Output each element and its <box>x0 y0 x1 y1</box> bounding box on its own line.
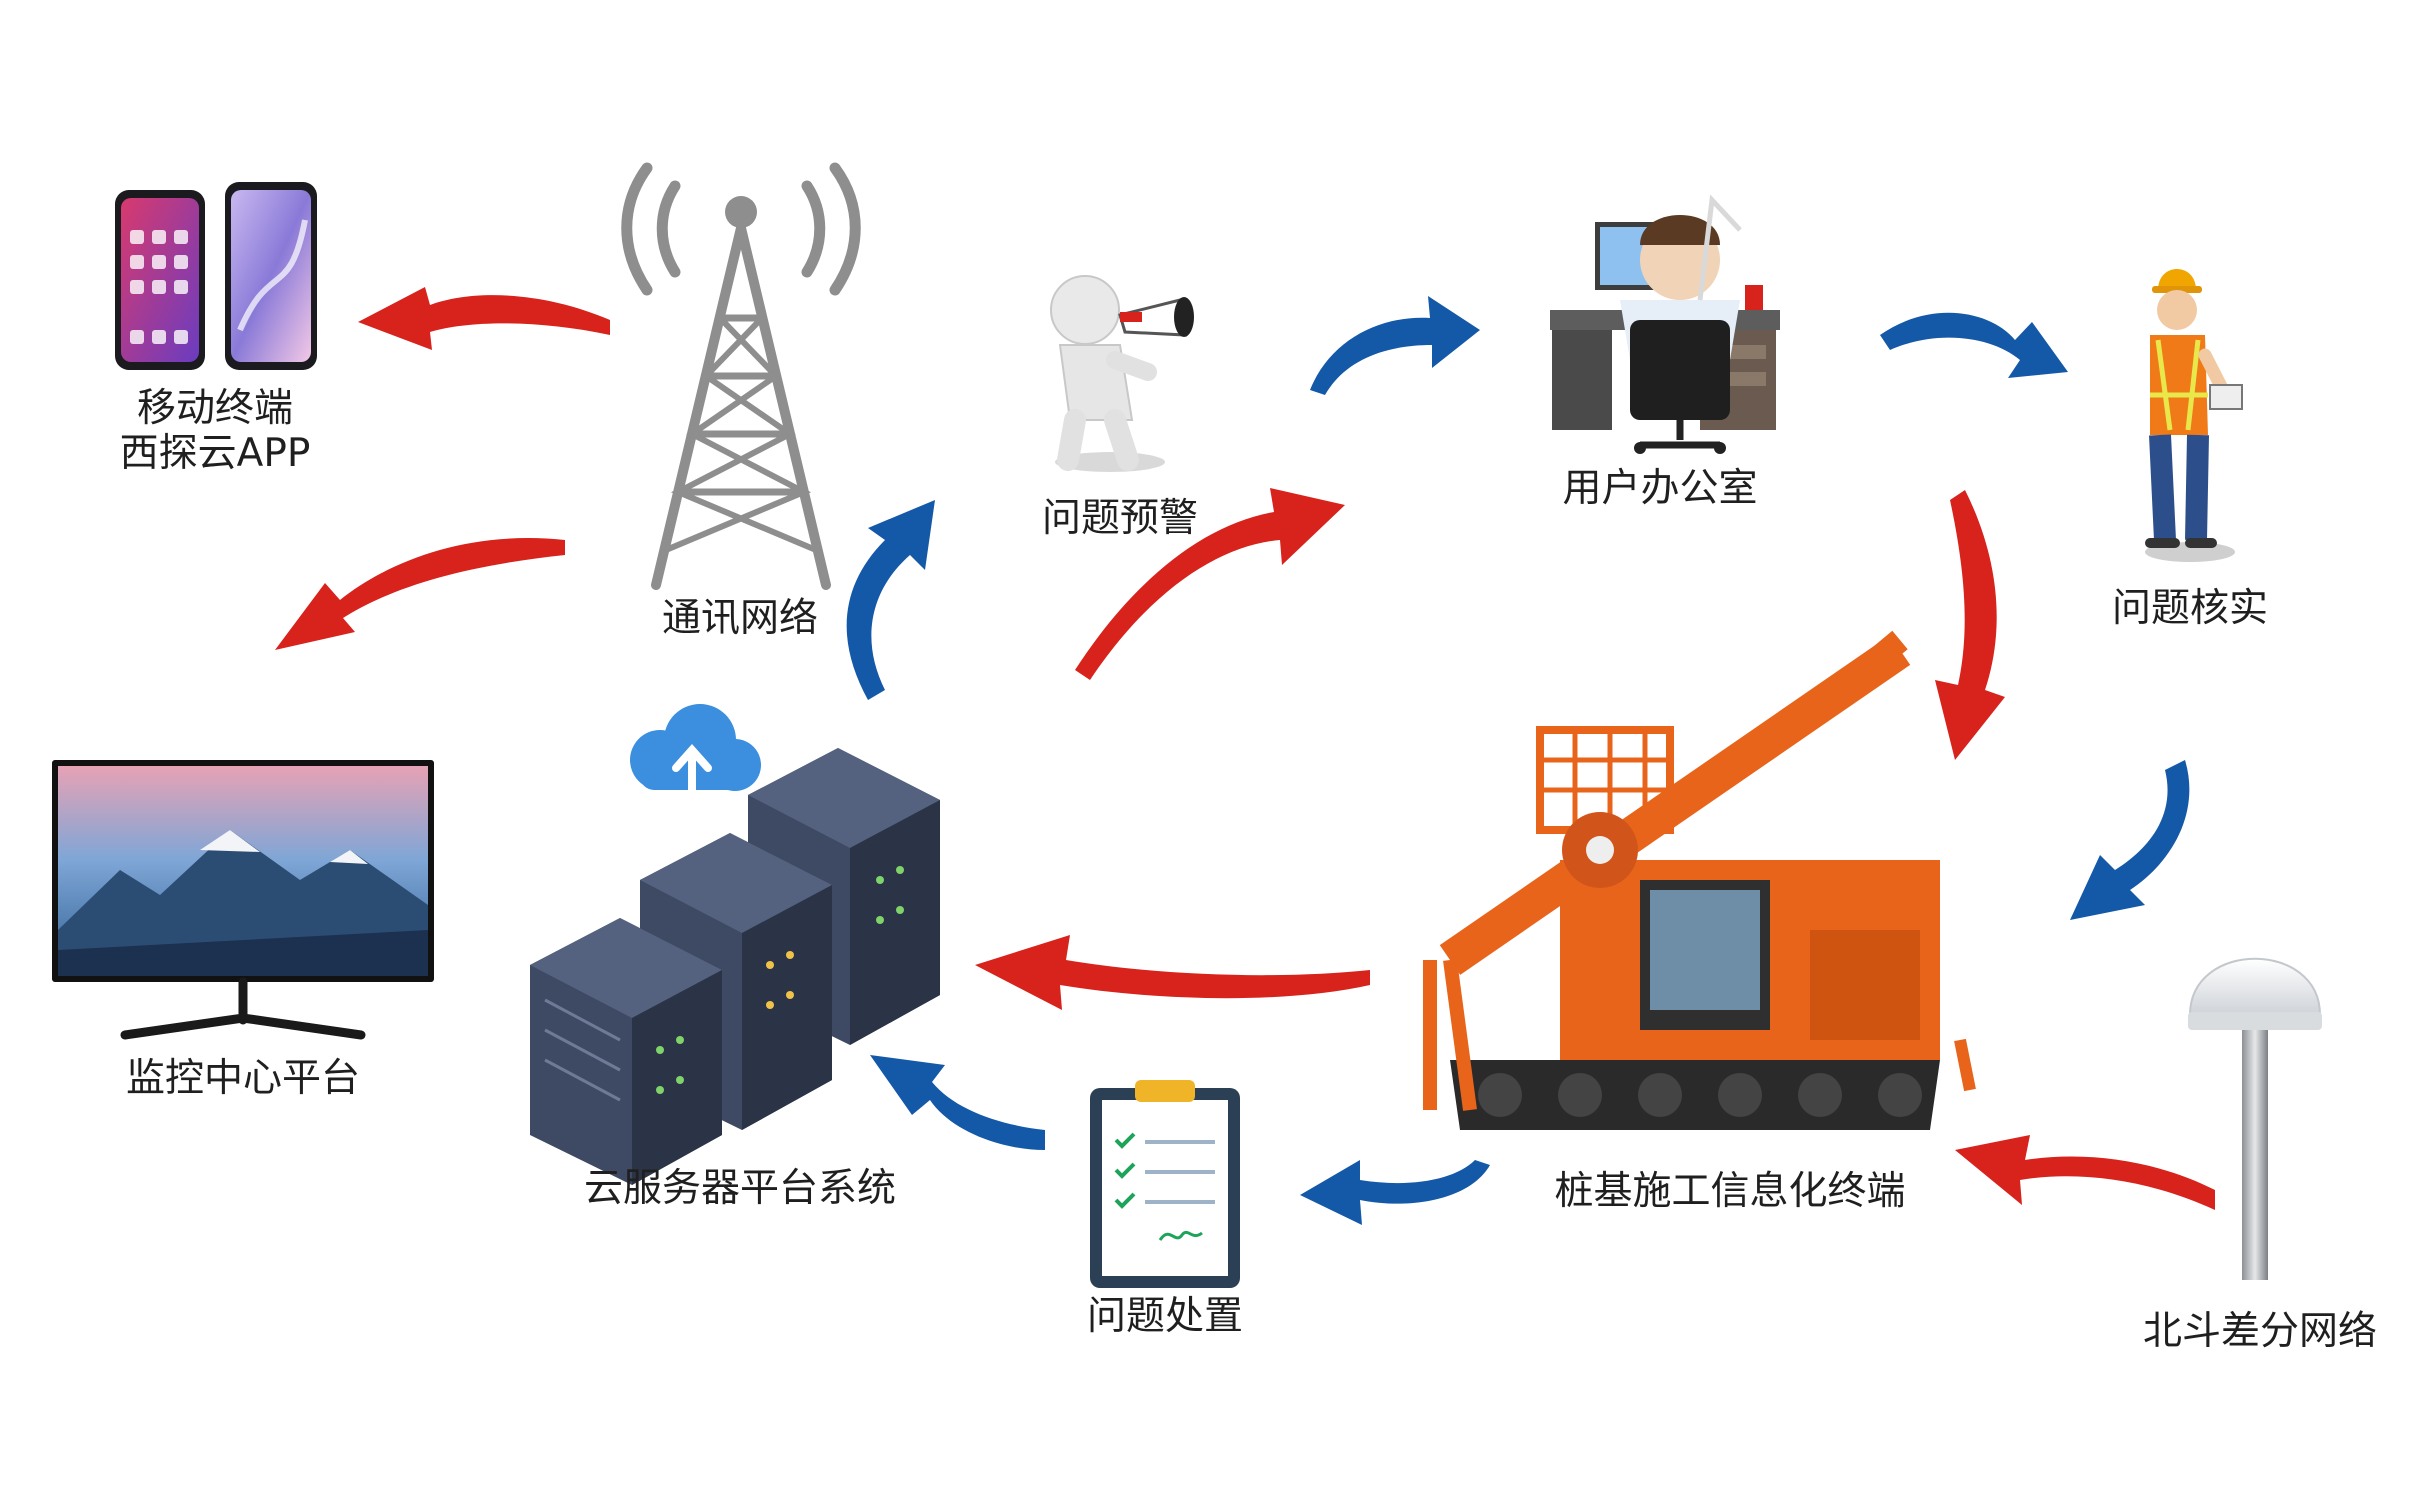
red-arrow-server-to-office <box>1075 488 1345 680</box>
red-arrow-terminal-to-server <box>975 935 1370 1010</box>
label-verify: 问题核实 <box>2111 586 2268 631</box>
blue-arrow-terminal-to-disposal <box>1300 1160 1490 1225</box>
label-terminal: 桩基施工信息化终端 <box>1554 1169 1906 1214</box>
megaphone-figure-icon <box>1050 275 1194 472</box>
blue-arrow-warning-to-office <box>1310 296 1480 395</box>
label-mobile-line2: 西探云APP <box>119 431 311 476</box>
pile-drill-rig-icon <box>1423 630 1976 1130</box>
beidou-antenna-icon <box>2188 957 2322 1280</box>
label-network: 通讯网络 <box>661 596 818 641</box>
signal-tower-icon <box>621 162 861 590</box>
label-disposal: 问题处置 <box>1086 1294 1243 1339</box>
label-mobile-line1: 移动终端 <box>136 386 293 431</box>
red-arrow-beidou-to-terminal <box>1955 1135 2215 1210</box>
label-monitor: 监控中心平台 <box>125 1056 360 1101</box>
label-warning: 问题预警 <box>1041 496 1198 541</box>
red-arrow-tower-to-monitor <box>275 538 565 650</box>
clipboard-checklist-icon <box>1090 1080 1240 1288</box>
worker-icon <box>2145 269 2243 562</box>
blue-arrow-office-to-verify <box>1880 312 2068 378</box>
label-cloud: 云服务器平台系统 <box>583 1166 896 1211</box>
red-arrow-office-to-terminal <box>1935 490 2005 760</box>
blue-arrow-server-to-tower <box>846 500 935 700</box>
cloud-upload-icon <box>630 704 761 796</box>
office-desk-icon <box>1550 194 1780 454</box>
blue-arrow-disposal-to-server <box>870 1055 1045 1150</box>
blue-arrow-verify-to-terminal <box>2070 760 2190 920</box>
red-arrow-tower-to-mobile <box>358 287 610 350</box>
mobile-phones-icon <box>115 182 317 370</box>
server-racks-icon <box>530 748 940 1185</box>
label-office: 用户办公室 <box>1562 466 1758 511</box>
monitor-icon <box>52 760 434 1040</box>
label-beidou: 北斗差分网络 <box>2142 1309 2377 1354</box>
